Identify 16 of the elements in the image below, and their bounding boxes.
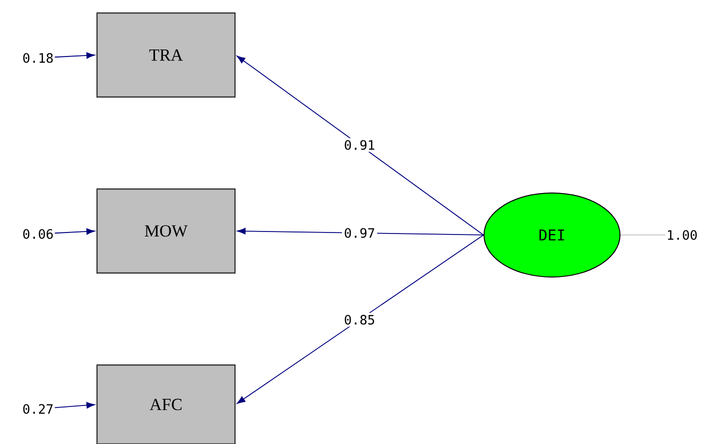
path-arrow bbox=[54, 402, 95, 408]
path-arrow bbox=[54, 228, 95, 235]
path-arrow bbox=[236, 234, 484, 404]
variable-box: AFC bbox=[96, 364, 236, 444]
variable-box: MOW bbox=[96, 188, 236, 274]
error-value: 1.00 bbox=[668, 230, 697, 240]
error-value: 0.18 bbox=[23, 53, 53, 63]
connector-line bbox=[620, 234, 666, 236]
variable-box: TRA bbox=[96, 12, 236, 98]
error-value: 0.27 bbox=[23, 404, 53, 414]
error-value: 0.06 bbox=[23, 229, 53, 239]
path-arrow bbox=[236, 56, 484, 236]
path-arrow bbox=[54, 52, 95, 59]
edge-label: 0.97 bbox=[342, 226, 378, 240]
edge-label: 0.91 bbox=[342, 138, 378, 152]
edge-label: 0.85 bbox=[342, 312, 378, 327]
